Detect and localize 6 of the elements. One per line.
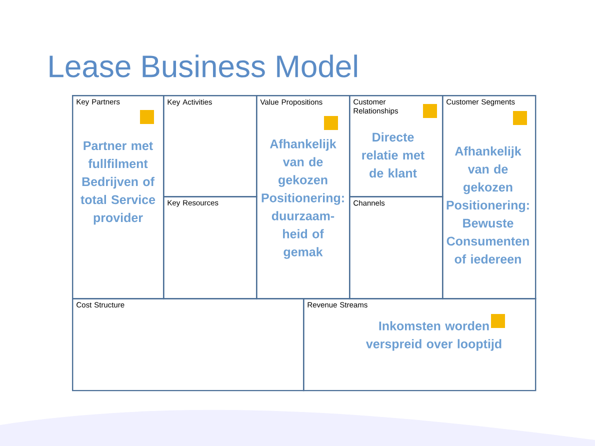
cell-text: Partner met fullfilment Bedrijven of total Service provider [80, 141, 156, 225]
title: Lease Business Model [50, 54, 357, 78]
cell-text: Afhankelijk van de gekozen Positionering: duurzaam-heid of gemak [262, 139, 344, 259]
cell-text: Afhankelijk van de gekozen Positionering: Bewuste Consumenten of iedereen [446, 146, 529, 264]
cell-text: Inkomsten worden verspreid over looptijd [366, 321, 502, 351]
cell-text: Directe relatie met de klant [362, 132, 424, 178]
